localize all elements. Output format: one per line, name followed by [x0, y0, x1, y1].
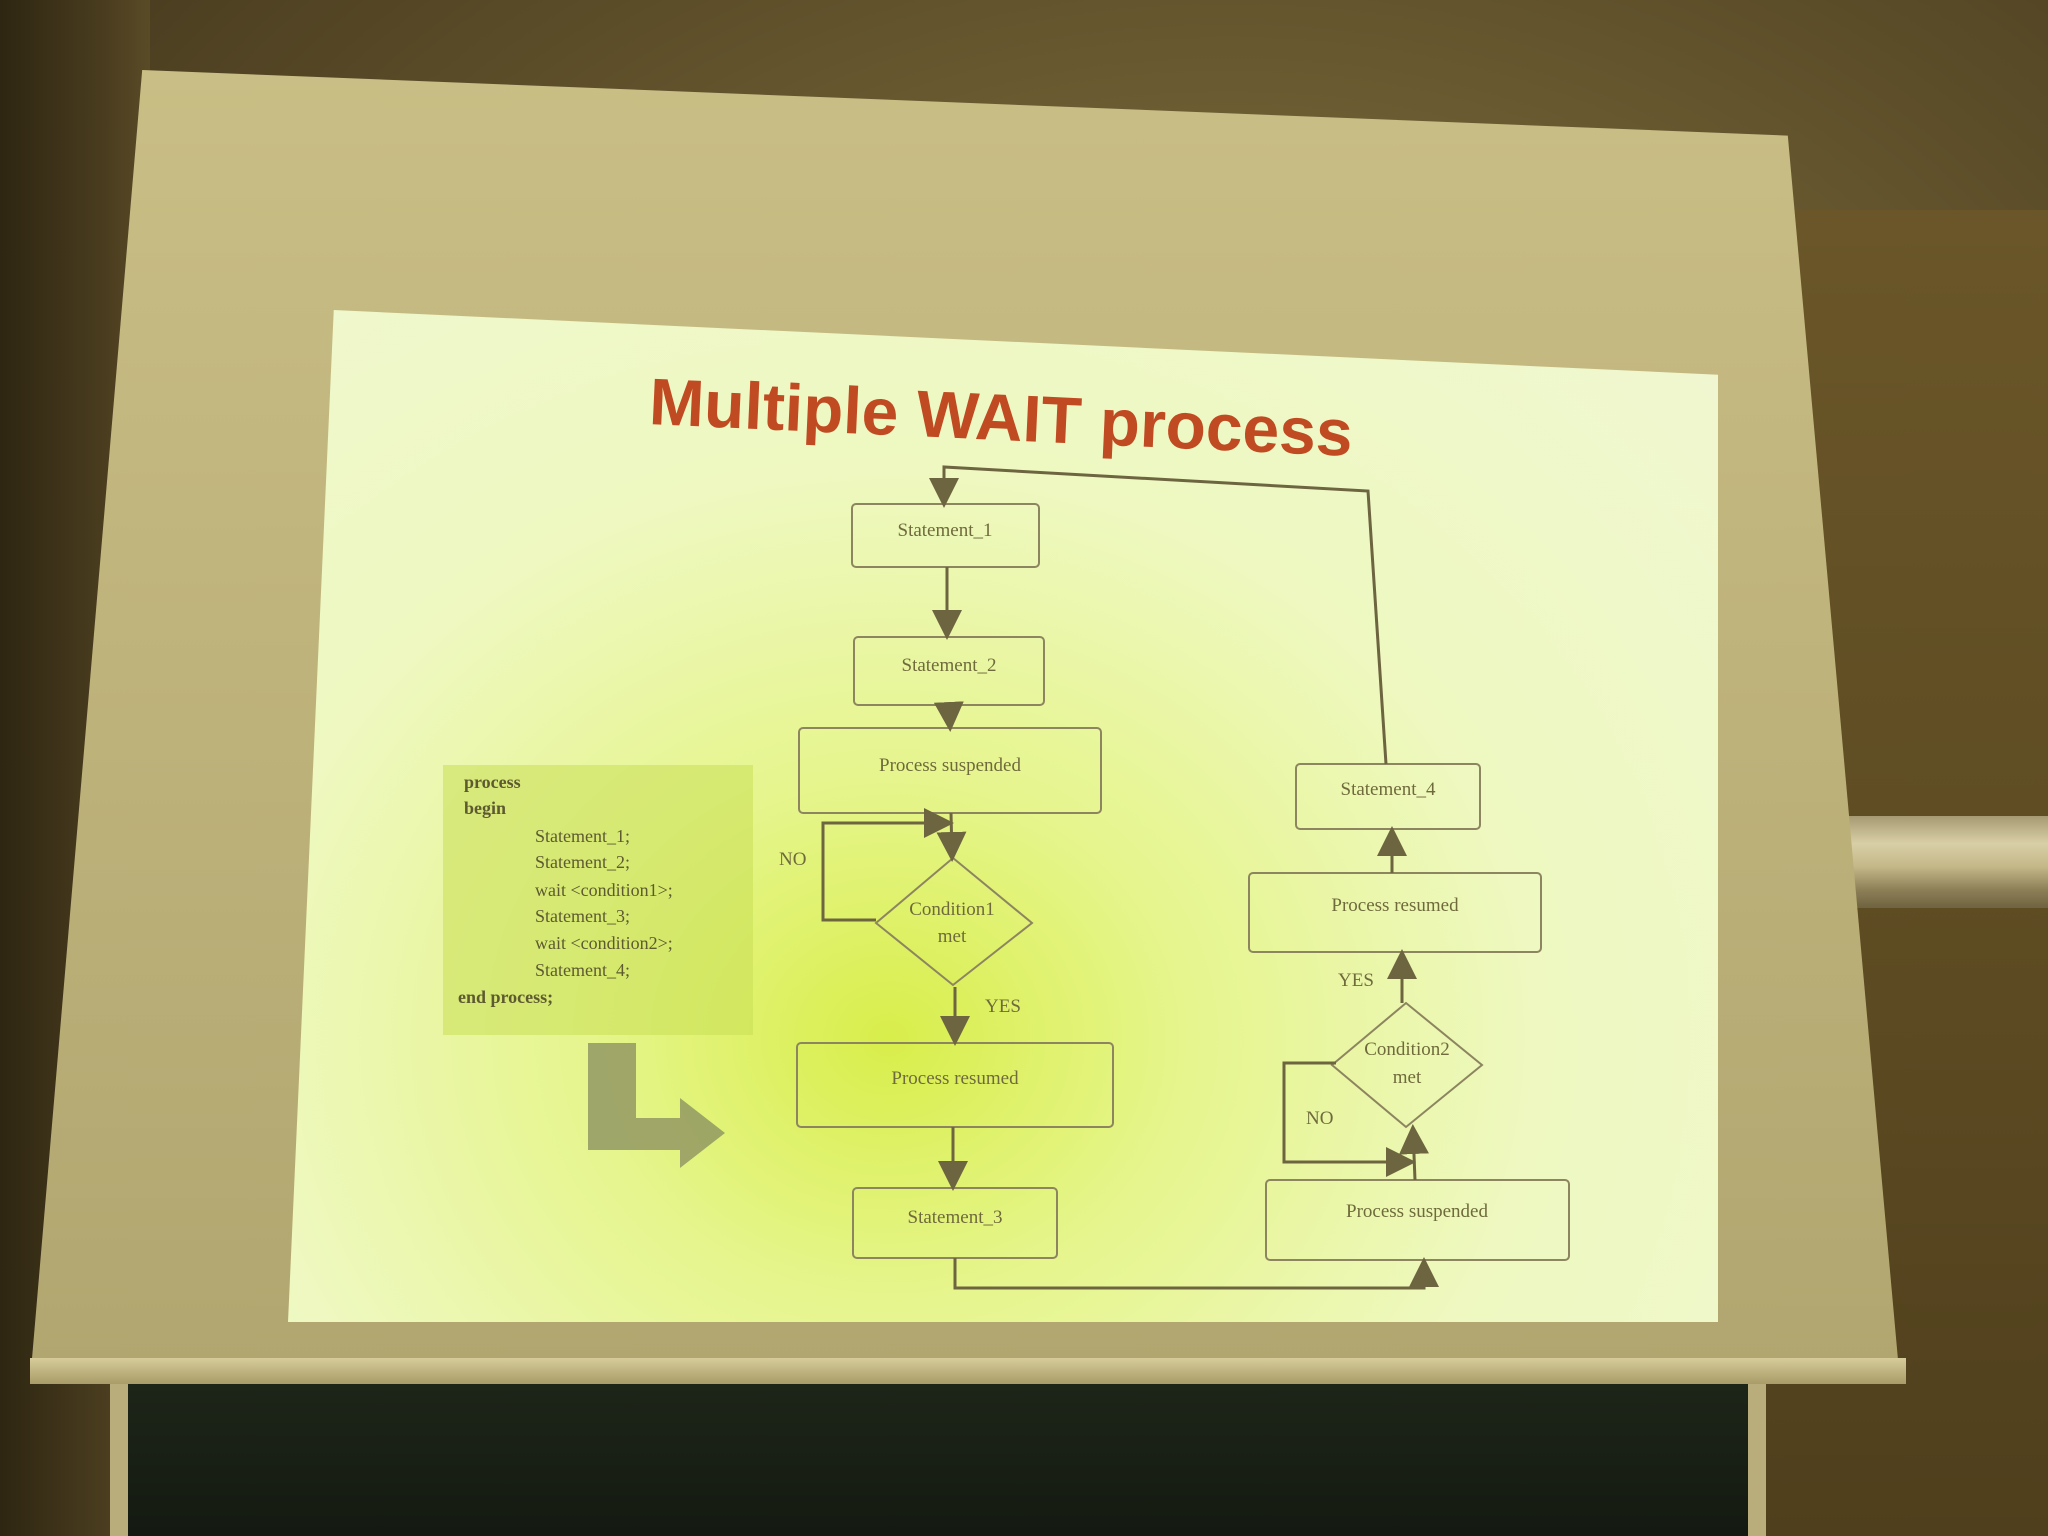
label-process-suspended-2: Process suspended	[1346, 1201, 1488, 1222]
code-line-8: Statement_4;	[535, 960, 630, 980]
code-block: process begin Statement_1; Statement_2; …	[443, 765, 753, 1035]
code-line-3: Statement_1;	[535, 826, 630, 846]
arrow-suspended-to-cond1	[936, 812, 967, 862]
code-line-2: begin	[464, 798, 506, 818]
slide-title: Multiple WAIT process	[648, 364, 1355, 470]
screen-bottom-bar	[30, 1358, 1906, 1384]
label-yes-1: YES	[985, 996, 1021, 1017]
big-arrow-icon	[588, 1043, 725, 1168]
label-no-2: NO	[1306, 1108, 1333, 1129]
label-condition-1-line1: Condition1	[909, 899, 995, 920]
code-line-4: Statement_2;	[535, 852, 630, 872]
label-process-suspended-1: Process suspended	[879, 755, 1021, 776]
arrow-s2-to-suspended	[933, 701, 964, 732]
diamond-condition-2	[1330, 1001, 1484, 1129]
label-statement-1: Statement_1	[898, 520, 993, 541]
label-condition-2-line2: met	[1393, 1067, 1422, 1088]
arrow-s3-to-suspended-2	[953, 1257, 1439, 1290]
code-line-9: end process;	[458, 987, 553, 1007]
label-process-resumed-2: Process resumed	[1331, 895, 1459, 916]
label-no-1: NO	[779, 849, 806, 870]
code-line-5: wait <condition1>;	[535, 880, 673, 900]
label-condition-2-line1: Condition2	[1364, 1039, 1450, 1060]
label-statement-3: Statement_3	[908, 1207, 1003, 1228]
label-statement-4: Statement_4	[1341, 779, 1436, 800]
label-condition-1-line2: met	[938, 926, 967, 947]
code-line-6: Statement_3;	[535, 906, 630, 926]
arrow-s4-to-s1-loop	[929, 465, 1388, 765]
arrow-cond1-no-loop	[821, 808, 954, 922]
label-yes-2: YES	[1338, 970, 1374, 991]
label-process-resumed-1: Process resumed	[891, 1068, 1019, 1089]
diamond-condition-1	[874, 856, 1034, 987]
chalkboard	[110, 1384, 1766, 1536]
arrow-suspended2-to-cond2	[1398, 1124, 1429, 1181]
code-line-7: wait <condition2>;	[535, 933, 673, 953]
code-line-1: process	[464, 772, 521, 792]
arrow-cond2-no-loop	[1282, 1061, 1416, 1177]
label-statement-2: Statement_2	[902, 655, 997, 676]
